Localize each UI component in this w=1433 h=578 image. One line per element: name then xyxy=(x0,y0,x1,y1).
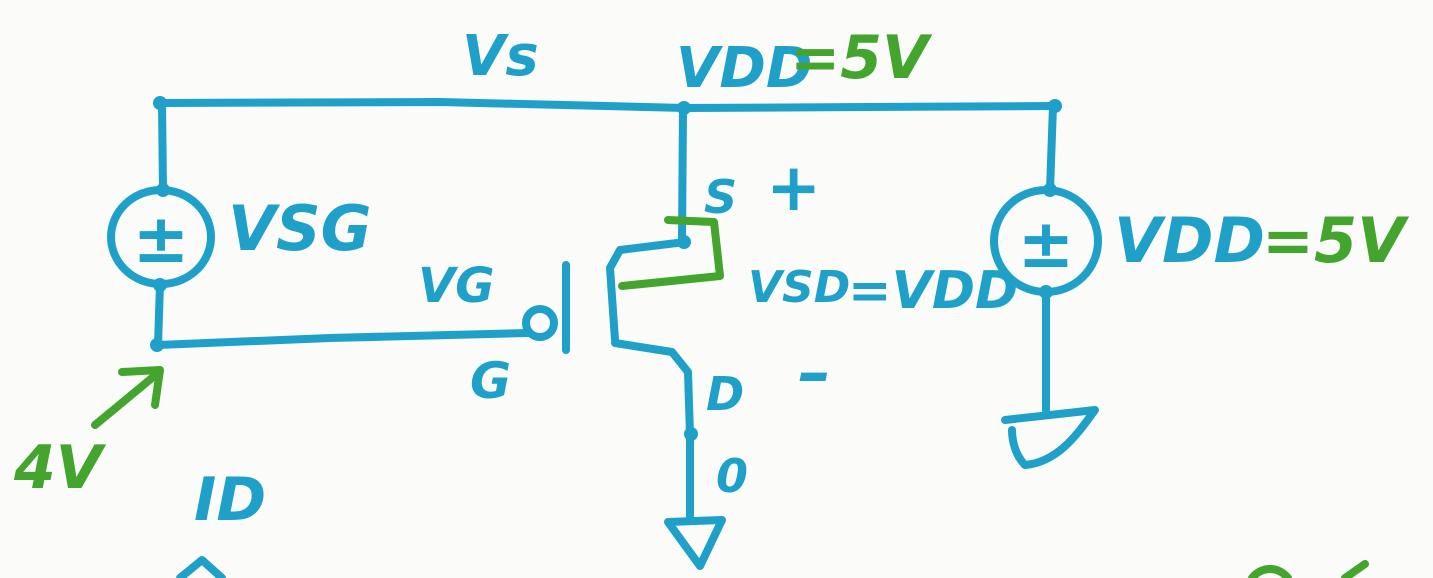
gate-wire xyxy=(154,329,532,349)
top-rail-wire xyxy=(156,98,1059,112)
body-connection-hook xyxy=(618,216,724,290)
vsd-equals-label: =VDD xyxy=(848,261,1018,321)
vsg-label: VSG xyxy=(228,192,372,265)
drain-pin-label: D xyxy=(706,367,744,421)
vsg-source-circle xyxy=(107,186,215,288)
drain-node-value: 0 xyxy=(716,449,748,503)
drain-wire xyxy=(611,339,694,439)
channel-wire xyxy=(606,238,689,344)
circuit-wires xyxy=(154,98,1099,578)
plus-sign: + xyxy=(766,149,821,226)
gate-voltage-arrowhead xyxy=(118,366,164,409)
gate-pin-label: G xyxy=(470,352,511,410)
source-pin-label: S xyxy=(704,170,737,224)
vdd-top-value: =5V xyxy=(790,23,933,93)
gate-voltage-arrow xyxy=(91,369,162,429)
partial-green-mark-2 xyxy=(1341,560,1369,578)
node-top-left xyxy=(153,96,167,110)
vs-label: Vs xyxy=(462,24,539,89)
vdd-source: ± xyxy=(990,186,1102,296)
left-branch-wire-bottom xyxy=(154,280,164,349)
vsd-label: VSD xyxy=(748,262,850,313)
vdd-right-label: VDD xyxy=(1114,204,1265,277)
vdd-source-circle xyxy=(990,186,1102,296)
vg-label: VG xyxy=(418,258,495,314)
node-top-middle xyxy=(677,101,691,115)
vsg-source: ± xyxy=(107,186,215,288)
vdd-source-symbol: ± xyxy=(1018,205,1075,284)
minus-sign: – xyxy=(798,334,831,411)
drain-ground-symbol xyxy=(664,516,726,570)
drain-current-arrow-partial xyxy=(176,556,226,578)
gate-bubble xyxy=(522,305,558,341)
gate-voltage-value: 4V xyxy=(13,433,107,503)
vdd-right-value: =5V xyxy=(1262,204,1410,277)
vsg-source-symbol: ± xyxy=(133,200,190,279)
drain-current-label: ID xyxy=(194,465,266,535)
blue-labels: Vs VDD S + VSG VG G VSD =VDD D – 0 VDD I… xyxy=(194,24,1265,535)
vdd-top-label: VDD xyxy=(676,36,812,101)
left-branch-wire-top xyxy=(158,99,167,194)
node-top-right xyxy=(1048,99,1062,113)
node-left-bottom xyxy=(150,338,164,352)
node-drain xyxy=(684,427,698,441)
green-labels: =5V =5V 4V xyxy=(13,23,1410,503)
node-source xyxy=(677,235,691,249)
partial-green-mark xyxy=(1248,565,1292,578)
green-annotations xyxy=(91,216,1369,578)
right-ground-symbol xyxy=(1001,406,1099,469)
right-branch-wire-top xyxy=(1046,102,1057,194)
